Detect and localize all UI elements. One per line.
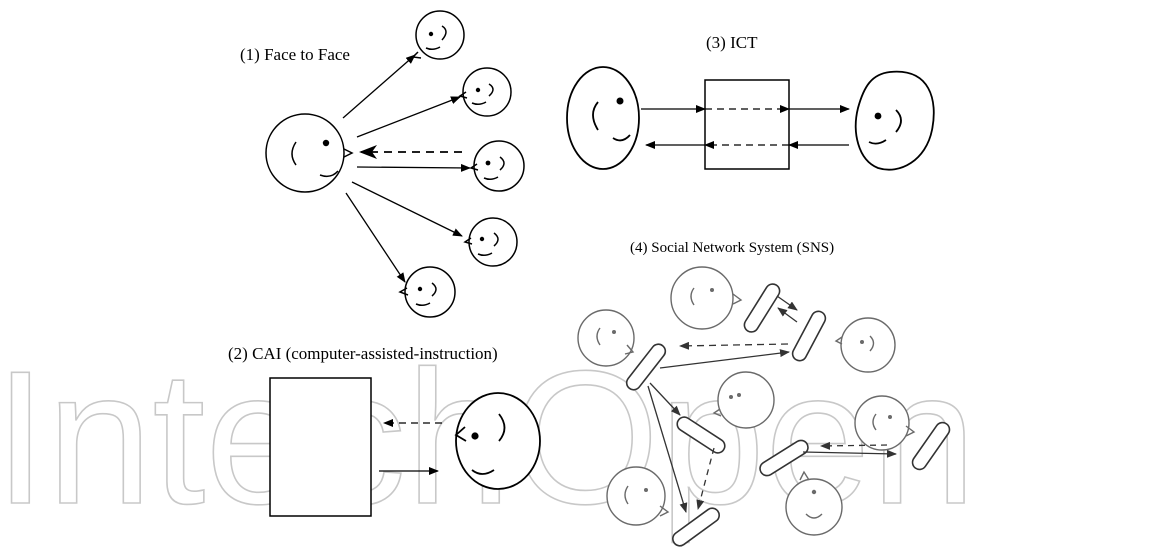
panel-3-label: (3) ICT bbox=[706, 33, 758, 52]
ict-device bbox=[704, 79, 790, 170]
panel-4-label: (4) Social Network System (SNS) bbox=[630, 240, 834, 256]
learner-face bbox=[454, 392, 541, 490]
sns-phone-1 bbox=[743, 283, 781, 333]
computer-screen bbox=[269, 377, 372, 517]
sns-phone-7 bbox=[672, 507, 720, 547]
student-face-5 bbox=[398, 266, 456, 318]
sns-phone-6 bbox=[911, 421, 951, 471]
sns-face-e bbox=[854, 395, 916, 451]
student-face-4 bbox=[463, 217, 518, 267]
sns-face-d bbox=[712, 371, 775, 429]
sns-face-b bbox=[577, 309, 635, 367]
sns-face-f bbox=[606, 466, 670, 526]
sns-phone-4 bbox=[676, 416, 726, 454]
sns-arrows bbox=[647, 295, 897, 513]
sns-faces bbox=[577, 266, 916, 536]
sns-devices bbox=[625, 283, 951, 547]
panel-face-to-face: (1) Face to Face bbox=[240, 10, 525, 318]
sns-face-g bbox=[785, 470, 843, 536]
student-face-3 bbox=[469, 140, 525, 192]
sns-phone-5 bbox=[759, 439, 809, 477]
student-face-2 bbox=[458, 67, 512, 117]
receiver-face bbox=[854, 70, 935, 171]
panel-cai: (2) CAI (computer-assisted-instruction) bbox=[228, 344, 541, 517]
sns-face-c bbox=[834, 317, 896, 373]
sns-phone-2 bbox=[791, 310, 827, 362]
panel-ict: (3) ICT bbox=[566, 33, 935, 171]
panel-2-label: (2) CAI (computer-assisted-instruction) bbox=[228, 344, 498, 363]
ict-arrows bbox=[641, 105, 850, 149]
sender-face bbox=[566, 66, 640, 170]
panel-1-label: (1) Face to Face bbox=[240, 45, 350, 64]
student-face-1 bbox=[411, 10, 465, 60]
sns-face-a bbox=[670, 266, 743, 330]
panel-sns: (4) Social Network System (SNS) bbox=[577, 240, 951, 547]
cai-arrows bbox=[379, 419, 442, 475]
face-to-face-arrows bbox=[342, 54, 471, 283]
sns-phone-3 bbox=[625, 343, 667, 391]
teacher-face bbox=[265, 113, 354, 193]
